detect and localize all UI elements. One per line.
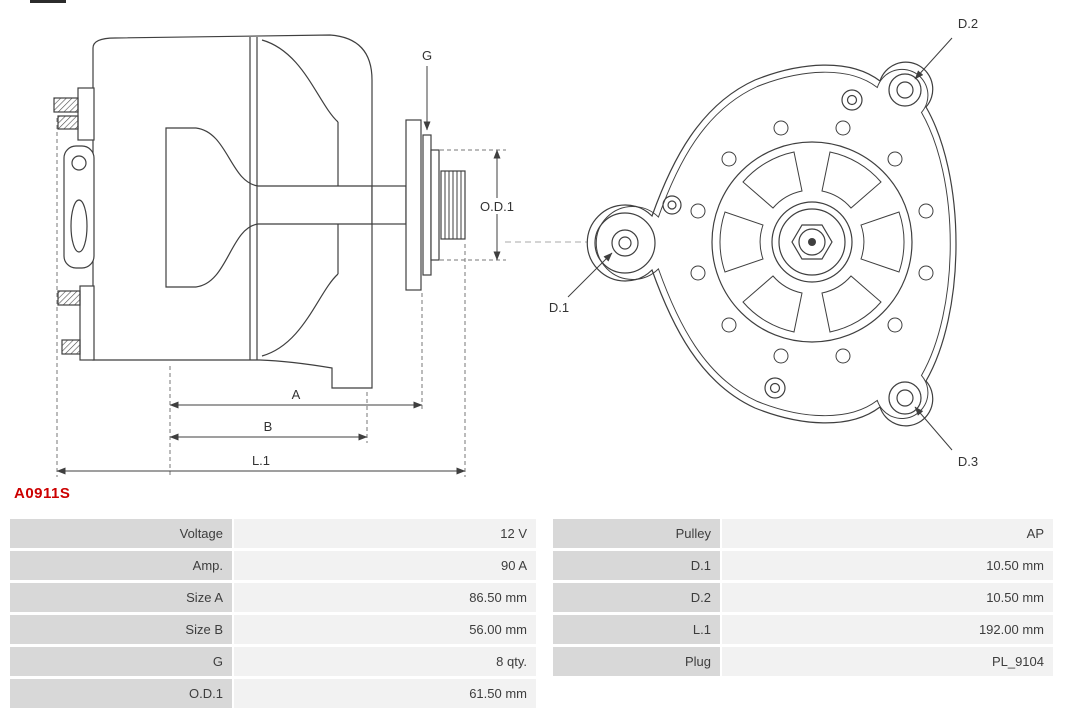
table-gap: [538, 679, 551, 708]
spec-empty-cell: [553, 679, 720, 708]
spec-value-cell: 61.50 mm: [234, 679, 536, 708]
spec-value-cell: PL_9104: [722, 647, 1053, 676]
technical-drawing-area: G O.D.1 A B L.1: [14, 16, 978, 502]
leader-d3: [914, 406, 953, 451]
dim-label-l1: L.1: [252, 453, 270, 468]
spec-label-cell: D.2: [553, 583, 720, 612]
pulley: [405, 119, 466, 291]
spec-value-cell: 10.50 mm: [722, 551, 1053, 580]
technical-drawing-canvas: G O.D.1 A B L.1: [53, 16, 978, 477]
stud-bolt: [53, 97, 79, 113]
alternator-side-view: [53, 34, 466, 389]
table-gap: [538, 615, 551, 644]
spec-label-cell: Pulley: [553, 519, 720, 548]
spec-label-cell: Plug: [553, 647, 720, 676]
bolt-holes: [690, 120, 934, 364]
vent-slots: [719, 151, 905, 333]
pulley-nut-hub: [771, 201, 853, 283]
table-gap: [538, 519, 551, 548]
leader-d1: [567, 252, 613, 298]
dim-label-d1: D.1: [549, 300, 569, 315]
spec-empty-cell: [722, 679, 1053, 708]
alternator-front-view: D.2 D.1 D.3: [549, 16, 978, 469]
side-body-outline: [92, 34, 373, 389]
spec-table: Voltage 12 V Pulley AP Amp. 90 A D.1 10.…: [10, 519, 1070, 708]
table-gap: [538, 647, 551, 676]
spec-label-cell: Amp.: [10, 551, 232, 580]
spec-label-cell: Size A: [10, 583, 232, 612]
dim-label-g: G: [422, 48, 432, 63]
dim-label-a: A: [292, 387, 301, 402]
dim-label-b: B: [264, 419, 273, 434]
spec-value-cell: 56.00 mm: [234, 615, 536, 644]
dim-label-d2: D.2: [958, 16, 978, 31]
spec-label-cell: O.D.1: [10, 679, 232, 708]
spec-label-cell: L.1: [553, 615, 720, 644]
spec-value-cell: 86.50 mm: [234, 583, 536, 612]
spec-value-cell: 192.00 mm: [722, 615, 1053, 644]
stud-bolt: [61, 339, 81, 355]
table-gap: [538, 583, 551, 612]
leader-d2: [914, 37, 953, 80]
spec-label-cell: G: [10, 647, 232, 676]
stud-bolt: [57, 115, 79, 130]
spec-label-cell: Size B: [10, 615, 232, 644]
spec-label-cell: Voltage: [10, 519, 232, 548]
mounting-lugs: [53, 87, 95, 361]
table-gap: [538, 551, 551, 580]
dimension-annotations: G O.D.1 A B L.1: [56, 48, 592, 477]
shaft: [371, 185, 407, 225]
mounting-bosses: [594, 73, 922, 415]
cropped-artifact: [30, 0, 66, 3]
spec-value-cell: 8 qty.: [234, 647, 536, 676]
spec-value-cell: 12 V: [234, 519, 536, 548]
spec-value-cell: AP: [722, 519, 1053, 548]
part-number: A0911S: [14, 485, 71, 502]
stud-bolt: [57, 290, 81, 306]
spec-value-cell: 90 A: [234, 551, 536, 580]
spec-label-cell: D.1: [553, 551, 720, 580]
dim-label-od1: O.D.1: [480, 199, 514, 214]
spec-value-cell: 10.50 mm: [722, 583, 1053, 612]
dim-label-d3: D.3: [958, 454, 978, 469]
